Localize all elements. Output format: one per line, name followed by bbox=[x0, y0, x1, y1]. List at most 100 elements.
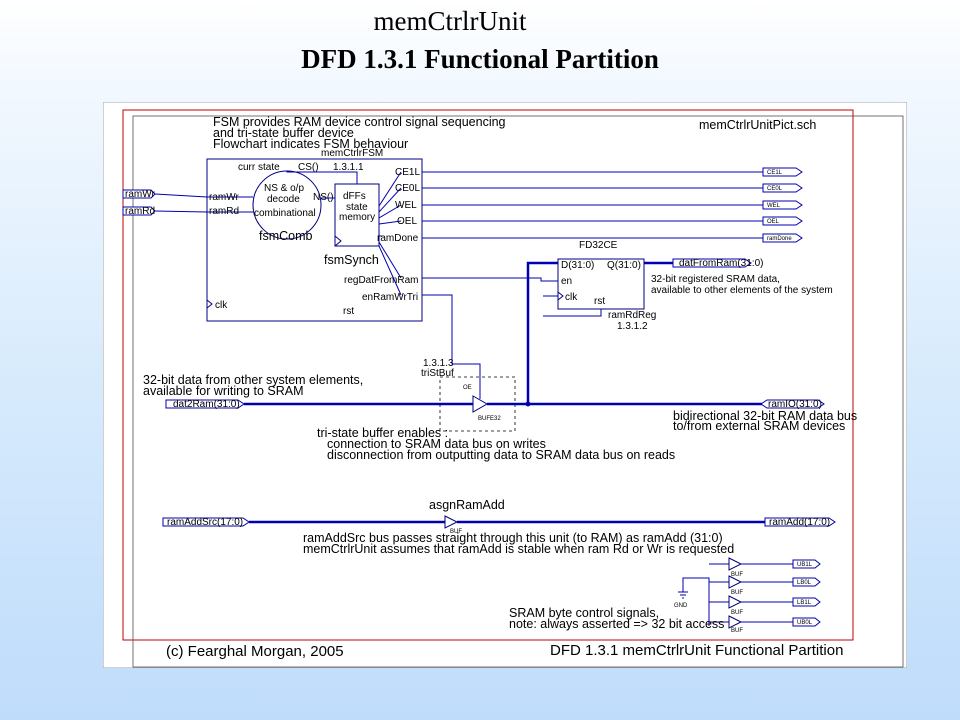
reg-note-line: available to other elements of the syste… bbox=[651, 285, 833, 296]
fsm-note-line: and tri-state buffer device bbox=[213, 126, 354, 140]
port-ramWr bbox=[122, 189, 156, 199]
reg-pin: rst bbox=[594, 296, 605, 307]
reg-pin: Q(31:0) bbox=[607, 260, 641, 271]
fsm-clk-mark bbox=[206, 299, 213, 309]
fsm-comb-name: fsmComb bbox=[259, 229, 313, 243]
fsm-note-line: Flowchart indicates FSM behaviour bbox=[213, 137, 408, 151]
sheet-name: memCtrlrUnitPict.sch bbox=[699, 118, 816, 132]
wire-reg-rst bbox=[543, 309, 602, 317]
slide-title: memCtrlrUnit bbox=[373, 6, 527, 36]
byte-buffer-symbol bbox=[728, 615, 743, 629]
reg-d-bus bbox=[526, 261, 558, 404]
addr-name: asgnRamAdd bbox=[429, 498, 505, 512]
gnd-label: GND bbox=[674, 603, 688, 609]
addr-note-line: memCtrlrUnit assumes that ramAdd is stab… bbox=[303, 542, 734, 556]
wire-enRamWrTri bbox=[422, 294, 481, 399]
fsm-comb-line: NS & o/p bbox=[264, 183, 304, 194]
fsm-out-wire bbox=[378, 171, 402, 207]
tri-buf-label: BUFE32 bbox=[478, 416, 501, 422]
bidir-note-line: bidirectional 32-bit RAM data bus bbox=[673, 409, 857, 423]
fsm-pin-label: OEL bbox=[397, 216, 417, 227]
fsm-pin-label: clk bbox=[215, 300, 228, 311]
fsm-pin-label: rst bbox=[343, 306, 354, 317]
port-label: ramDone bbox=[767, 236, 792, 242]
port-ramDone bbox=[762, 233, 803, 243]
fsm-comb-line: decode bbox=[267, 194, 300, 205]
fsm-out-wire bbox=[378, 187, 402, 213]
port-label: CE1L bbox=[767, 170, 783, 176]
bus-junction bbox=[525, 401, 531, 407]
addr-buffer-symbol bbox=[444, 515, 459, 529]
fsm-pin-label: WEL bbox=[395, 200, 417, 211]
fsm-out-wire bbox=[378, 204, 402, 219]
fsm-block-id: 1.3.1.1 bbox=[333, 162, 364, 173]
tri-note-line: disconnection from outputting data to SR… bbox=[327, 448, 675, 462]
port-label: UB1L bbox=[797, 562, 813, 568]
port-label: UB0L bbox=[797, 620, 813, 626]
wire-regDatFromRam bbox=[422, 277, 558, 282]
port-CE1L bbox=[762, 167, 803, 177]
byte-buf-label: BUF bbox=[731, 610, 743, 616]
bidir-note-line: to/from external SRAM devices bbox=[673, 419, 845, 433]
reg-note-line: 32-bit registered SRAM data, bbox=[651, 274, 780, 285]
reg-type: FD32CE bbox=[579, 240, 618, 251]
addr-buf-label: BUF bbox=[450, 529, 462, 535]
port-ramRd bbox=[122, 206, 156, 216]
reg-pin: D(31:0) bbox=[561, 260, 594, 271]
port-label: datFromRam(31:0) bbox=[679, 258, 763, 269]
fsm-comb-line: combinational bbox=[254, 208, 316, 219]
port-ramIO bbox=[760, 399, 825, 409]
data-bus: 32-bit data from other system elements, … bbox=[143, 373, 825, 410]
wire-ramWr bbox=[154, 193, 208, 198]
fsm-out-wire bbox=[378, 220, 402, 225]
tri-en-label: OE bbox=[463, 385, 472, 391]
tri-id: 1.3.1.3 bbox=[423, 358, 454, 369]
fsm-pin-label: CE1L bbox=[395, 167, 420, 178]
fsm-pin-label: ramWr bbox=[209, 192, 239, 203]
footer-right: DFD 1.3.1 memCtrlrUnit Functional Partit… bbox=[550, 642, 843, 659]
fsm-cs-label: CS() bbox=[298, 162, 319, 173]
dat-note-line: available for writing to SRAM bbox=[143, 384, 303, 398]
port-label: CE0L bbox=[767, 186, 783, 192]
fsm-dffs-line: dFFs bbox=[343, 191, 366, 202]
byte-note-line: note: always asserted => 32 bit access bbox=[509, 617, 724, 631]
port-LB1L bbox=[792, 597, 821, 607]
port-ramAddSrc bbox=[162, 517, 250, 527]
byte-note-line: SRAM byte control signals, bbox=[509, 606, 659, 620]
addr-note-line: ramAddSrc bus passes straight through th… bbox=[303, 531, 723, 545]
port-label: ramAdd(17:0) bbox=[769, 517, 830, 528]
fsm-note: FSM provides RAM device control signal s… bbox=[213, 115, 506, 151]
port-label: LB0L bbox=[797, 580, 812, 586]
addr-block: asgnRamAdd ramAddSrc(17:0) BUF ramAdd(17… bbox=[162, 498, 836, 535]
tri-note-line: connection to SRAM data bus on writes bbox=[327, 437, 546, 451]
fsm-curr-state-label: curr state bbox=[238, 162, 280, 173]
tri-note-line: tri-state buffer enables : bbox=[317, 426, 448, 440]
dat-note-line: 32-bit data from other system elements, bbox=[143, 373, 363, 387]
wire-ramRd bbox=[154, 210, 208, 213]
fsm-dffs-line: memory bbox=[339, 212, 375, 223]
port-datFromRam bbox=[672, 258, 752, 268]
schematic-svg: memCtrlrUnitPict.sch FSM provides RAM de… bbox=[102, 101, 908, 669]
fsm-cs-wire bbox=[286, 171, 358, 184]
port-WEL bbox=[762, 200, 803, 210]
fsm-block-name: memCtrlrFSM bbox=[321, 148, 383, 159]
fsm-block-outline bbox=[206, 158, 423, 322]
port-CE0L bbox=[762, 183, 803, 193]
fsm-pin-label: ramDone bbox=[377, 233, 419, 244]
output-ports: CE1L CE0L WEL OEL ramDone bbox=[422, 167, 803, 243]
fsm-pin-label: CE0L bbox=[395, 183, 420, 194]
reg-pin: en bbox=[561, 276, 572, 287]
tri-name: triStBuf bbox=[421, 368, 454, 379]
fsm-pin-label: enRamWrTri bbox=[362, 292, 418, 303]
sheet-border bbox=[102, 101, 908, 669]
fsm-block: memCtrlrFSM curr state CS() 1.3.1.1 NS &… bbox=[206, 148, 423, 322]
fsm-out-wire bbox=[378, 241, 402, 279]
port-label: ramWr bbox=[125, 189, 155, 200]
fsm-out-wire bbox=[378, 245, 402, 296]
port-ramAdd bbox=[764, 517, 836, 527]
port-UB1L bbox=[792, 559, 821, 569]
byte-buf-label: BUF bbox=[731, 628, 743, 634]
slide-subtitle: DFD 1.3.1 Functional Partition bbox=[301, 44, 659, 74]
fsm-pin-label: regDatFromRam bbox=[344, 275, 418, 286]
port-label: ramRd bbox=[125, 206, 155, 217]
